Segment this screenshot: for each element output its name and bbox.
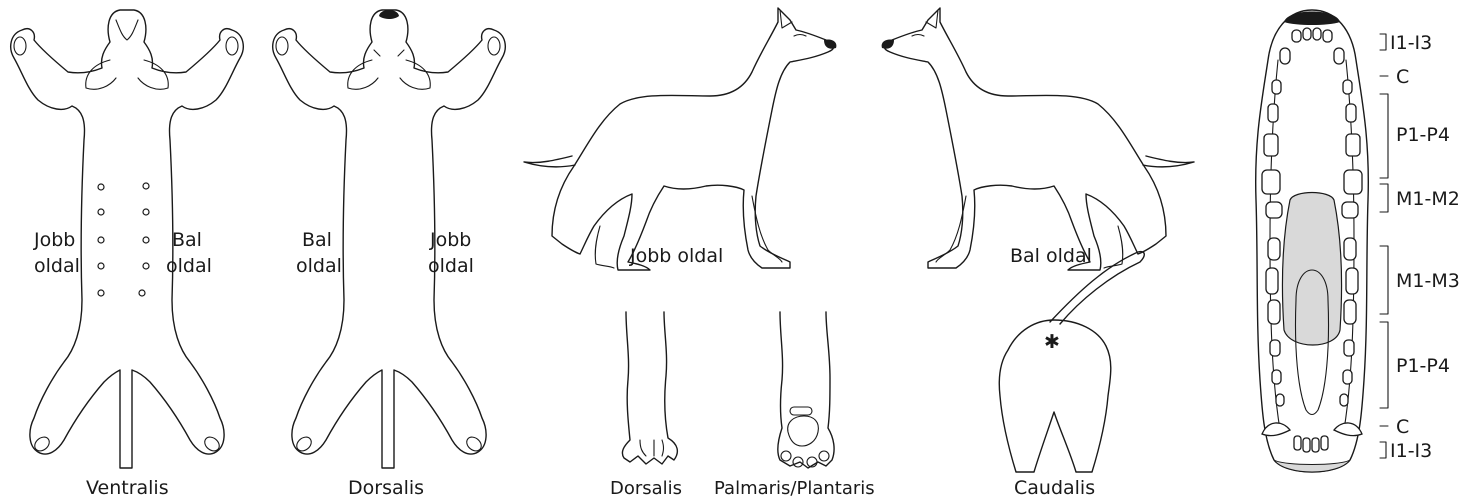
dental-label-i1-i3-bottom: I1-I3	[1390, 440, 1432, 462]
dorsal-hind-right-pad	[464, 434, 484, 453]
dental-label-m1-m3: M1-M3	[1396, 270, 1460, 292]
dental-brackets	[1380, 34, 1388, 458]
dental-label-p1-p4-top: P1-P4	[1396, 124, 1450, 146]
paw-dorsal-outline	[622, 312, 677, 464]
dental-label-m1-m2: M1-M2	[1396, 188, 1460, 210]
paw-palmar-toe-pad-1	[781, 451, 791, 461]
paw-dorsal-caption: Dorsalis	[610, 478, 682, 499]
paw-palmar-caption: Palmaris/Plantaris	[714, 478, 875, 499]
dorsal-hind-left-pad	[294, 434, 314, 453]
dog-right-side-near-hindleg	[595, 226, 614, 268]
dental-palate	[1282, 193, 1341, 346]
ventral-figure: Jobb oldal Bal oldal Ventralis	[11, 10, 244, 499]
paw-palmar-toe-pad-2	[793, 457, 803, 467]
dental-label-p1-p4-bottom: P1-P4	[1396, 355, 1450, 377]
dog-left-side-outline	[884, 8, 1166, 270]
dental-figure: I1-I3 C P1-P4 M1-M2 M1-M3 P1-P4 C I1-I3	[1256, 10, 1460, 472]
caudal-anus-marker: ✱	[1044, 331, 1060, 353]
ventral-left-label-line2: oldal	[34, 255, 80, 277]
dental-nose	[1284, 12, 1340, 26]
dog-right-side-eye	[794, 35, 806, 37]
ventral-caption: Ventralis	[86, 477, 169, 499]
dorsal-front-right-pad	[488, 37, 500, 55]
dog-right-side-figure: Jobb oldal	[524, 8, 836, 270]
caudal-caption: Caudalis	[1014, 477, 1095, 499]
dog-left-side-nose	[882, 39, 894, 48]
ventral-nipples	[98, 183, 149, 296]
ventral-hind-right-pad	[202, 434, 222, 453]
dental-chin	[1274, 460, 1350, 472]
dental-upper-teeth	[1262, 28, 1362, 218]
ventral-right-label-line1: Bal	[172, 229, 202, 251]
caudal-figure: ✱ Caudalis	[999, 252, 1144, 499]
dorsal-right-label-line2: oldal	[428, 255, 474, 277]
paw-dorsal-toe-lines	[640, 440, 664, 456]
paw-palmar-outline	[778, 312, 834, 468]
ventral-left-label-line1: Jobb	[33, 229, 75, 251]
dog-left-side-tail	[1143, 156, 1194, 167]
dorsal-eyes	[374, 50, 404, 56]
dental-label-c-bottom: C	[1396, 416, 1409, 438]
ventral-hind-left-pad	[32, 434, 52, 453]
dog-right-side-caption: Jobb oldal	[629, 245, 723, 267]
dental-label-c-top: C	[1396, 66, 1409, 88]
dog-right-side-nose	[824, 39, 836, 48]
dorsal-caption: Dorsalis	[348, 477, 424, 499]
dorsal-nose	[379, 10, 399, 19]
ventral-front-left-pad	[14, 37, 26, 55]
dorsal-left-label-line2: oldal	[296, 255, 342, 277]
paw-palmar-toe-pad-4	[819, 451, 829, 461]
dorsal-figure: Bal oldal Jobb oldal Dorsalis	[273, 10, 506, 499]
dorsal-front-left-pad	[276, 37, 288, 55]
paw-palmar-carpal-pad	[790, 407, 812, 415]
dog-right-side-tail	[524, 156, 575, 167]
paw-dorsal-figure: Dorsalis	[610, 312, 682, 499]
ventral-jaw	[116, 20, 138, 40]
dorsal-right-label-line1: Jobb	[429, 229, 471, 251]
dog-right-side-outline	[552, 8, 834, 270]
paw-palmar-main-pad	[788, 416, 819, 446]
dog-left-side-figure	[882, 8, 1194, 270]
ventral-front-right-pad	[226, 37, 238, 55]
ventral-right-label-line2: oldal	[166, 255, 212, 277]
dog-left-side-eye	[912, 35, 924, 37]
paw-palmar-figure: Palmaris/Plantaris	[714, 312, 875, 499]
dental-label-i1-i3-top: I1-I3	[1390, 32, 1432, 54]
dog-left-side-caption: Bal oldal	[1010, 245, 1092, 267]
dorsal-left-label-line1: Bal	[302, 229, 332, 251]
